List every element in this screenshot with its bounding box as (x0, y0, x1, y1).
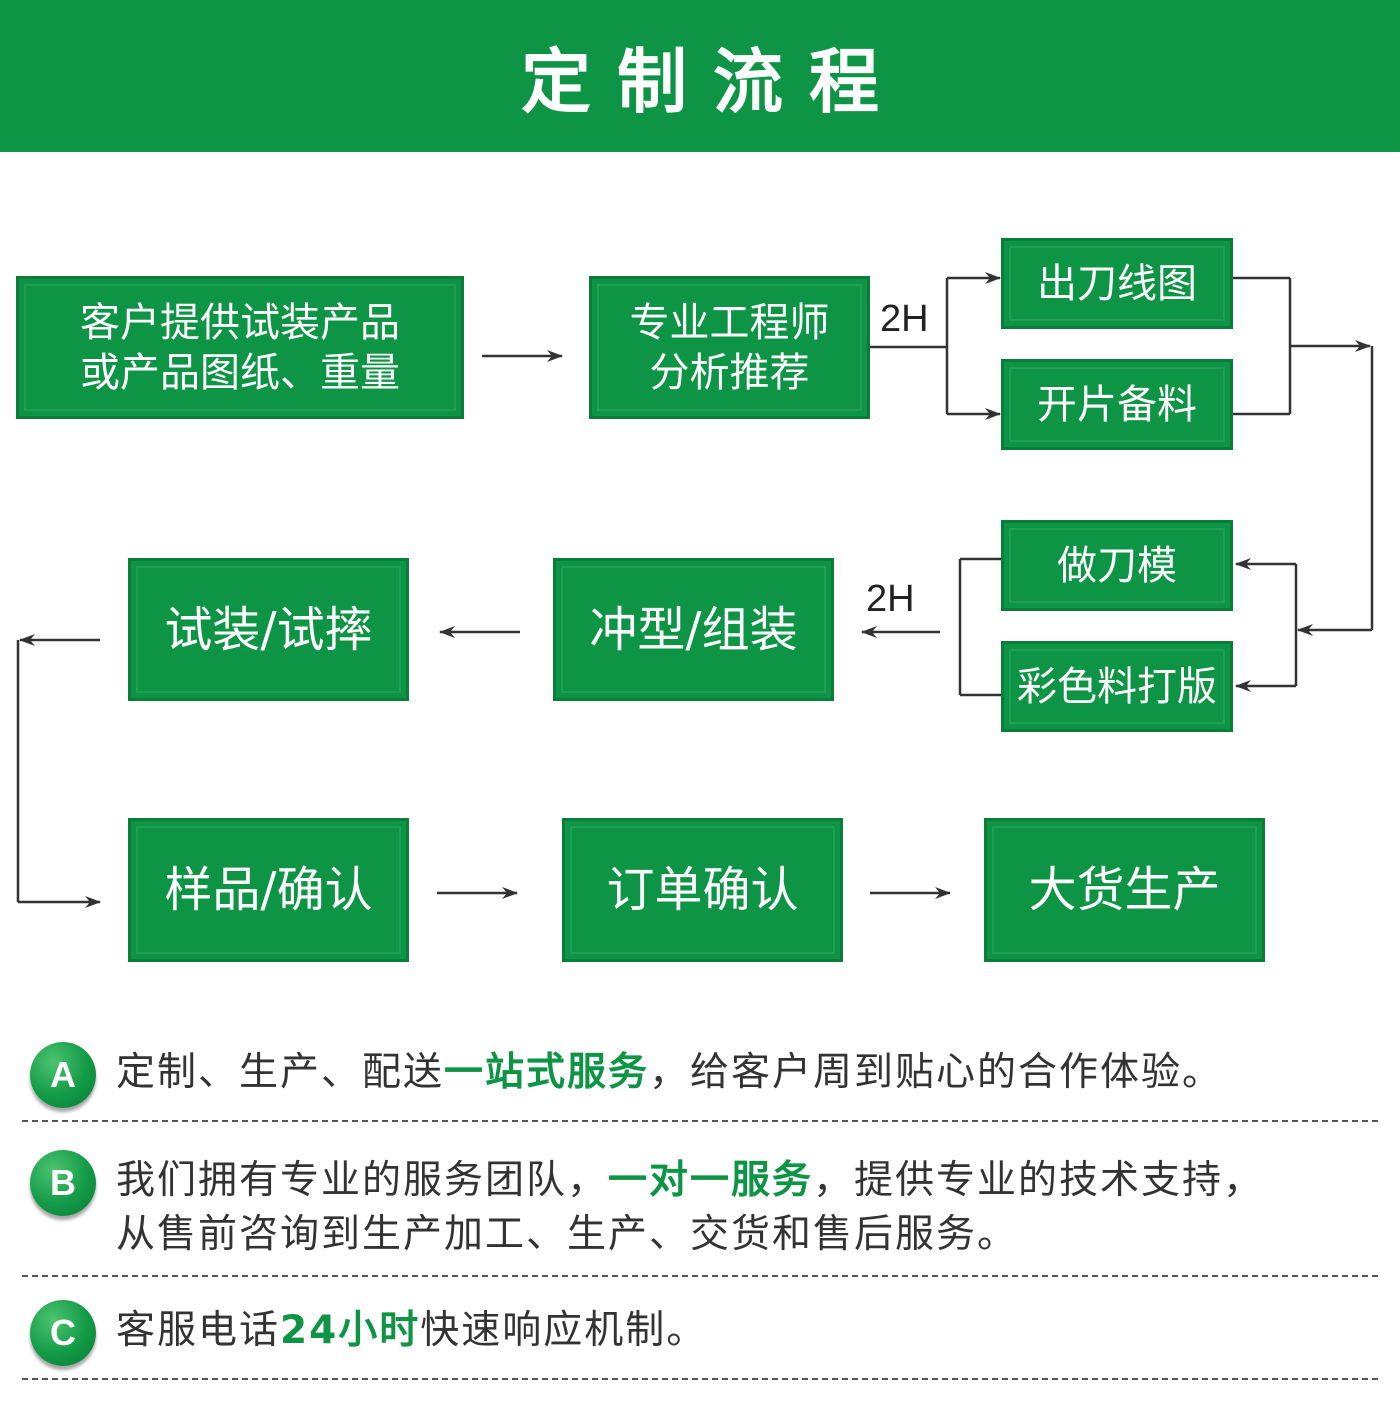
step4a-label: 做刀模 (1057, 542, 1177, 589)
step-trial-fit-drop-test: 试装/试摔 (128, 558, 409, 701)
note-b-line2: 从售前咨询到生产加工、生产、交货和售后服务。 (116, 1212, 1019, 1257)
note-b-highlight: 一对一服务 (608, 1158, 814, 1203)
note-c-highlight: 24小时 (280, 1308, 421, 1353)
badge-c: C (30, 1300, 96, 1366)
time-label-2h-middle: 2H (866, 578, 915, 620)
time-label-2h-top: 2H (880, 298, 929, 340)
divider-a (22, 1120, 1378, 1122)
note-a-before: 定制、生产、配送 (116, 1050, 445, 1095)
badge-b: B (30, 1150, 96, 1216)
step-customer-provides-sample: 客户提供试装产品 或产品图纸、重量 (16, 276, 464, 419)
step-punch-assemble: 冲型/组装 (553, 558, 834, 701)
note-b-text: 我们拥有专业的服务团队，一对一服务，提供专业的技术支持， 从售前咨询到生产加工、… (116, 1154, 1264, 1262)
step6-label: 试装/试摔 (164, 601, 373, 658)
step-material-cutting: 开片备料 (1001, 359, 1233, 450)
step2-line2: 分析推荐 (649, 349, 810, 396)
note-b: B 我们拥有专业的服务团队，一对一服务，提供专业的技术支持， 从售前咨询到生产加… (30, 1150, 1264, 1262)
note-c-after: 快速响应机制。 (420, 1308, 708, 1353)
note-b-line1: 我们拥有专业的服务团队，一对一服务，提供专业的技术支持， (116, 1154, 1264, 1208)
note-a-after: ，给客户周到贴心的合作体验。 (649, 1050, 1224, 1095)
note-b-before: 我们拥有专业的服务团队， (116, 1158, 609, 1203)
step-order-confirm: 订单确认 (562, 818, 843, 962)
step-engineer-analysis: 专业工程师 分析推荐 (589, 276, 870, 419)
note-c-before: 客服电话 (116, 1308, 281, 1353)
step4b-label: 彩色料打版 (1017, 663, 1217, 710)
divider-b (22, 1275, 1378, 1277)
note-a-text: 定制、生产、配送一站式服务，给客户周到贴心的合作体验。 (116, 1046, 1223, 1100)
step8-label: 订单确认 (606, 862, 799, 918)
step-color-proofing: 彩色料打版 (1001, 641, 1233, 732)
step2-line1: 专业工程师 (629, 299, 830, 346)
step9-label: 大货生产 (1028, 862, 1221, 918)
step-mass-production: 大货生产 (984, 818, 1265, 962)
note-b-after: ，提供专业的技术支持， (813, 1158, 1265, 1203)
step-die-line-drawing: 出刀线图 (1001, 238, 1233, 329)
step1-line2: 或产品图纸、重量 (80, 349, 400, 396)
note-a-highlight: 一站式服务 (444, 1050, 650, 1095)
step-make-die: 做刀模 (1001, 520, 1233, 611)
note-c-text: 客服电话24小时快速响应机制。 (116, 1304, 707, 1358)
step3b-label: 开片备料 (1037, 381, 1197, 428)
step1-line1: 客户提供试装产品 (80, 299, 400, 346)
step-sample-confirm: 样品/确认 (128, 818, 409, 962)
page-title: 定制流程 (521, 40, 905, 123)
divider-c (22, 1378, 1378, 1380)
step7-label: 样品/确认 (164, 862, 373, 918)
note-c: C 客服电话24小时快速响应机制。 (30, 1300, 707, 1366)
step5-label: 冲型/组装 (589, 601, 798, 658)
badge-a: A (30, 1042, 96, 1108)
step3a-label: 出刀线图 (1037, 260, 1197, 307)
note-a: A 定制、生产、配送一站式服务，给客户周到贴心的合作体验。 (30, 1042, 1223, 1108)
header-banner: 定制流程 (0, 0, 1400, 152)
